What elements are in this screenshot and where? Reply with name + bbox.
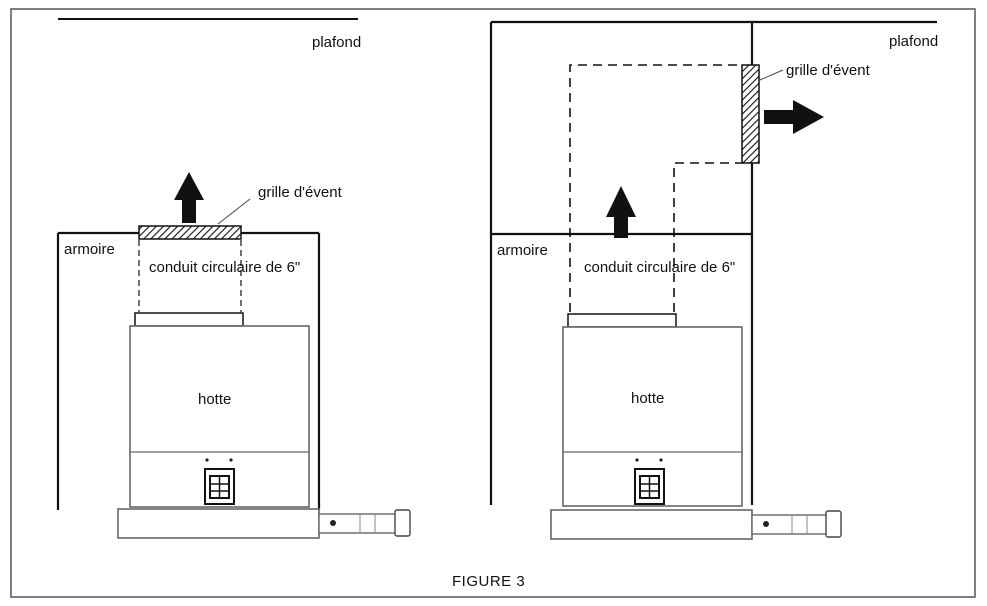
right-duct-label: conduit circulaire de 6"	[584, 259, 735, 276]
right-cabinet-label: armoire	[497, 242, 548, 259]
left-duct-label: conduit circulaire de 6"	[149, 259, 300, 276]
left-hood-base	[117, 508, 411, 539]
right-hood	[562, 326, 743, 507]
left-hood-control-knob-icon	[204, 468, 235, 505]
right-hood-base	[550, 509, 842, 540]
left-cabinet	[56, 231, 321, 510]
left-duct-collar	[134, 312, 244, 327]
right-vent-grille-icon	[741, 64, 760, 164]
left-ceiling-label: plafond	[312, 34, 361, 51]
left-vent-grille-icon	[138, 225, 242, 240]
right-hood-control-knob-icon	[634, 468, 665, 505]
right-vent-leader	[759, 69, 784, 81]
left-cabinet-label: armoire	[64, 241, 115, 258]
left-hood-label: hotte	[198, 391, 231, 408]
right-ceiling-label: plafond	[889, 33, 938, 50]
right-hood-label: hotte	[631, 390, 664, 407]
left-duct	[138, 240, 242, 312]
left-vent-leader	[217, 198, 251, 225]
right-panel: plafond armoire grille d'évent conduit c…	[489, 20, 938, 540]
left-up-arrow-icon	[174, 172, 204, 223]
figure-border	[10, 8, 976, 598]
left-panel: plafond armoire grille d'évent conduit c…	[56, 18, 411, 539]
left-vent-label: grille d'évent	[258, 184, 343, 201]
right-vent-label: grille d'évent	[786, 62, 871, 79]
right-duct	[569, 64, 742, 312]
left-hood	[129, 325, 310, 508]
right-duct-collar	[567, 313, 677, 328]
right-arrow-icon	[764, 100, 824, 134]
figure-caption: FIGURE 3	[452, 573, 525, 590]
right-up-arrow-icon	[606, 186, 636, 238]
